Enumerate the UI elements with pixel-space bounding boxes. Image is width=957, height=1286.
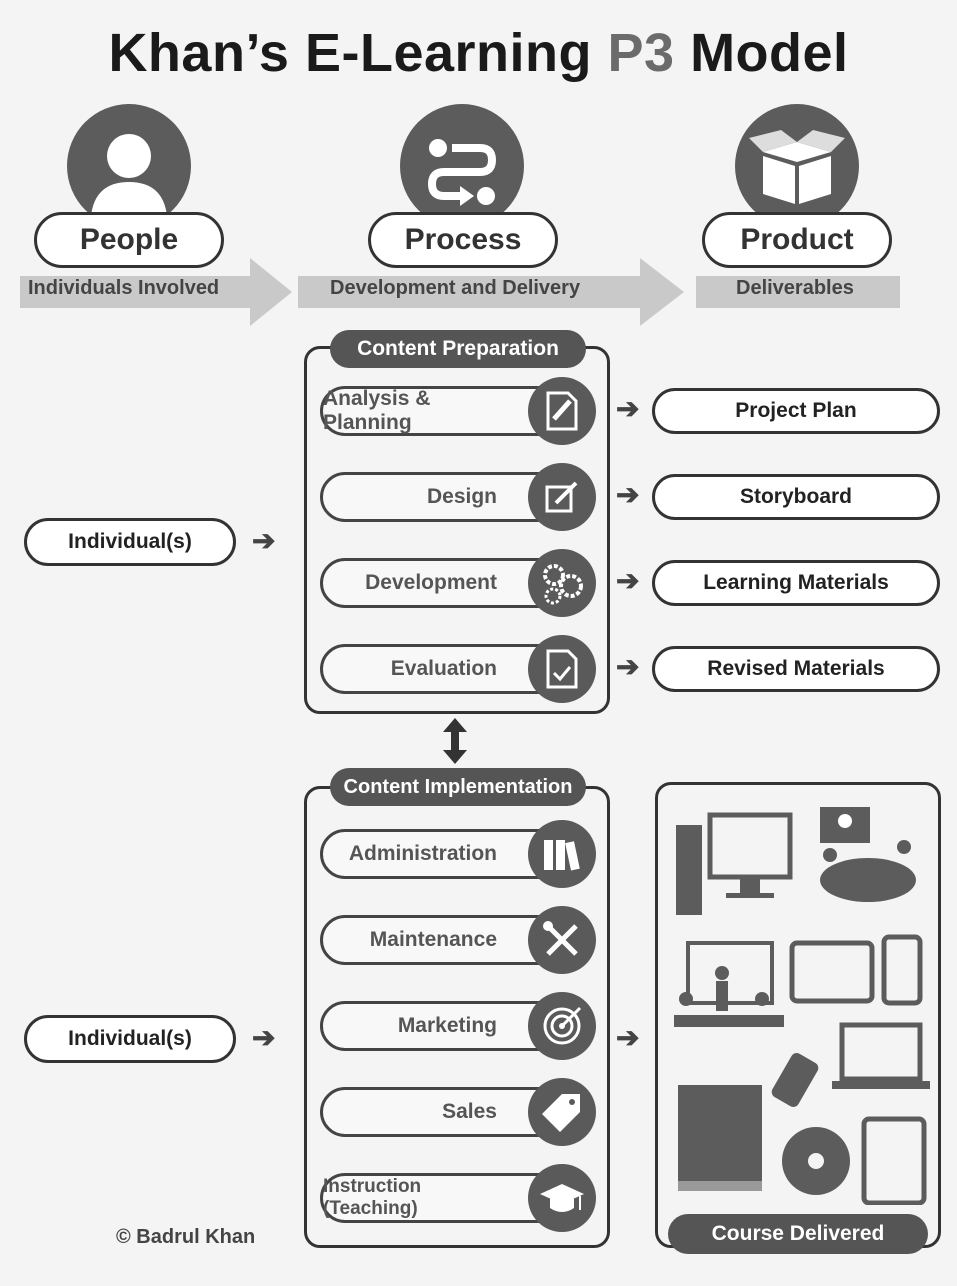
double-arrow-icon: [443, 718, 467, 764]
arrow-right-icon: ➔: [616, 651, 640, 682]
pencil-document-icon: [528, 377, 596, 445]
edit-icon: [528, 463, 596, 531]
credit-text: © Badrul Khan: [116, 1226, 256, 1248]
process-label: Process: [368, 212, 558, 268]
checked-document-icon: [528, 635, 596, 703]
people-label: People: [34, 212, 224, 268]
course-delivered-box: [655, 782, 941, 1248]
content-preparation-heading: Content Preparation: [330, 330, 586, 368]
header-arrow-band: [20, 258, 900, 326]
deliverable-storyboard: Storyboard: [652, 474, 940, 520]
individuals-top: Individual(s): [24, 518, 236, 566]
price-tag-icon: [528, 1078, 596, 1146]
tools-icon: [528, 906, 596, 974]
individuals-bottom: Individual(s): [24, 1015, 236, 1063]
target-icon: [528, 992, 596, 1060]
arrow-right-icon: ➔: [616, 565, 640, 596]
arrow-right-icon: ➔: [252, 525, 276, 556]
arrow-right-icon: ➔: [616, 1022, 640, 1053]
people-sub: Individuals Involved: [28, 277, 220, 299]
content-implementation-heading: Content Implementation: [330, 768, 586, 806]
arrow-right-icon: ➔: [616, 393, 640, 424]
process-sub: Development and Delivery: [330, 277, 581, 299]
graduation-cap-icon: [528, 1164, 596, 1232]
deliverable-revised-materials: Revised Materials: [652, 646, 940, 692]
product-sub: Deliverables: [736, 277, 854, 299]
course-delivered-label: Course Delivered: [668, 1214, 928, 1254]
gears-icon: [528, 549, 596, 617]
page-title: Khan’s E-Learning P3 Model: [108, 23, 849, 83]
delivery-devices-icon: [674, 807, 930, 1205]
arrow-right-icon: ➔: [252, 1022, 276, 1053]
arrow-right-icon: ➔: [616, 479, 640, 510]
process-flow-icon: [400, 104, 524, 228]
person-icon: [67, 104, 191, 228]
product-label: Product: [702, 212, 892, 268]
open-box-icon: [735, 104, 859, 228]
deliverable-project-plan: Project Plan: [652, 388, 940, 434]
binders-icon: [528, 820, 596, 888]
deliverable-learning-materials: Learning Materials: [652, 560, 940, 606]
